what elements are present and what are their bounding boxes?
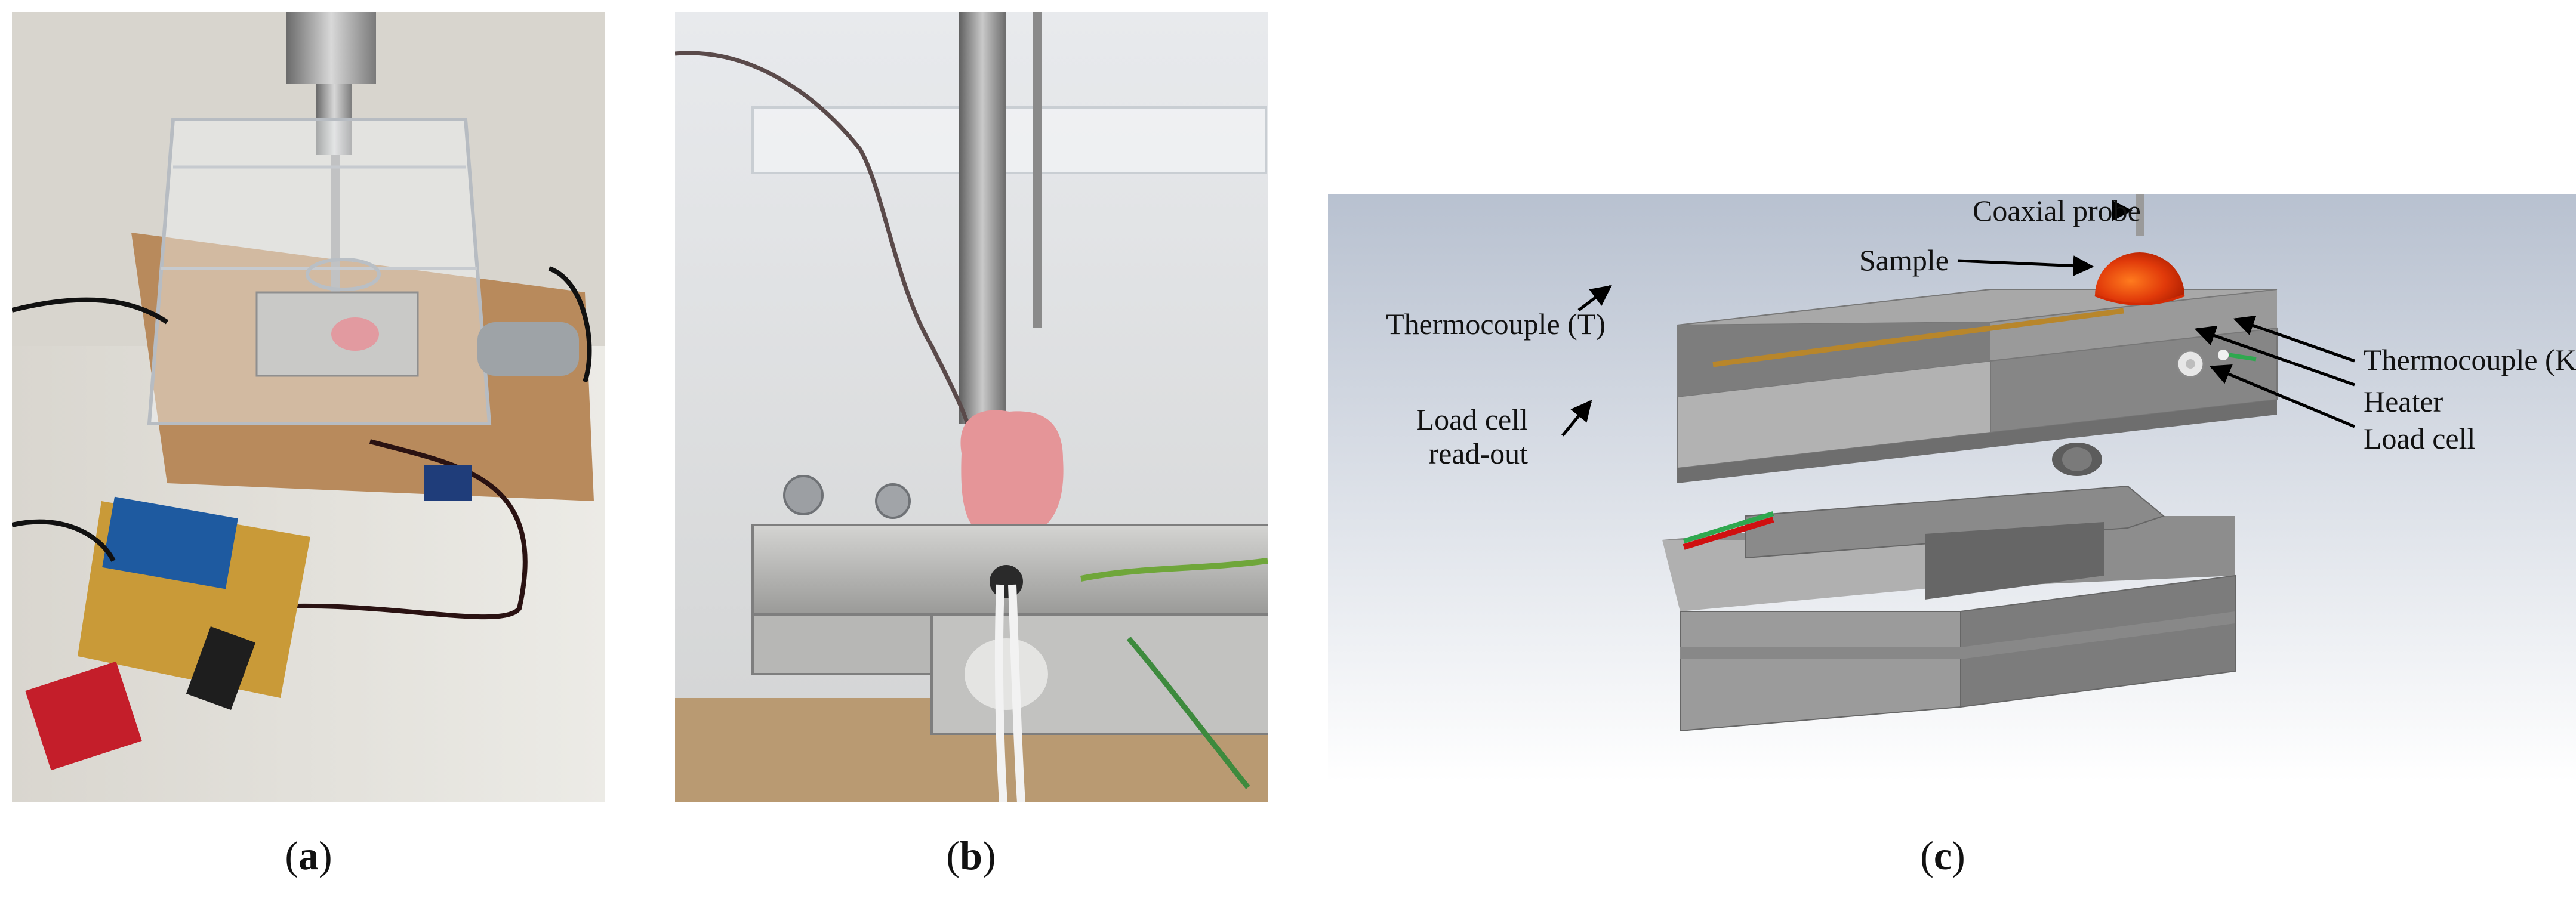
- caption-c: (c): [1920, 833, 1965, 878]
- screw: [875, 483, 911, 519]
- heater-cable: [994, 584, 1025, 802]
- sample-meat: [331, 317, 379, 351]
- spindle: [286, 12, 376, 84]
- photo-panel-b: [675, 12, 1268, 802]
- label-load-cell-readout-1: Load cell: [1416, 403, 1528, 436]
- thermocouple-wire: [675, 51, 970, 425]
- diagram-panel-c: Coaxial probe Sample Thermocouple (T) Th…: [1328, 194, 2576, 781]
- setup-photo: [12, 12, 605, 802]
- label-sample: Sample: [1859, 243, 1949, 277]
- red-module: [25, 661, 142, 771]
- sensor-module: [424, 465, 472, 501]
- label-load-cell-readout-2: read-out: [1428, 437, 1528, 470]
- load-cell-block: [930, 613, 1268, 735]
- photo-panel-a: [12, 12, 605, 802]
- sample-dome: [2095, 252, 2184, 304]
- caption-b: (b): [946, 833, 996, 878]
- screw: [783, 475, 824, 515]
- label-load-cell: Load cell: [2364, 422, 2475, 455]
- cad-diagram: Coaxial probe Sample Thermocouple (T) Th…: [1328, 194, 2576, 781]
- label-thermocouple-t: Thermocouple (T): [1386, 307, 1606, 341]
- meat-sample: [960, 410, 1064, 540]
- closeup-photo: [675, 12, 1268, 802]
- upper-block: [1677, 289, 2278, 483]
- label-heater: Heater: [2364, 385, 2443, 418]
- load-cell-readout-strips: [1683, 511, 1774, 550]
- acrylic-box: [147, 118, 492, 425]
- bottom-block: [1662, 485, 2236, 732]
- annotation-arrows: [1561, 200, 2355, 437]
- arduino: [102, 496, 238, 589]
- motor: [477, 322, 579, 376]
- label-thermocouple-k: Thermocouple (K): [2364, 343, 2576, 376]
- label-coaxial-probe: Coaxial probe: [1973, 194, 2141, 227]
- coaxial-probe: [2136, 194, 2144, 236]
- thermocouple-t-wire: [1712, 308, 2124, 367]
- caption-a: (a): [285, 833, 332, 878]
- probe-rod: [959, 12, 1006, 424]
- acrylic-collar: [751, 106, 1267, 174]
